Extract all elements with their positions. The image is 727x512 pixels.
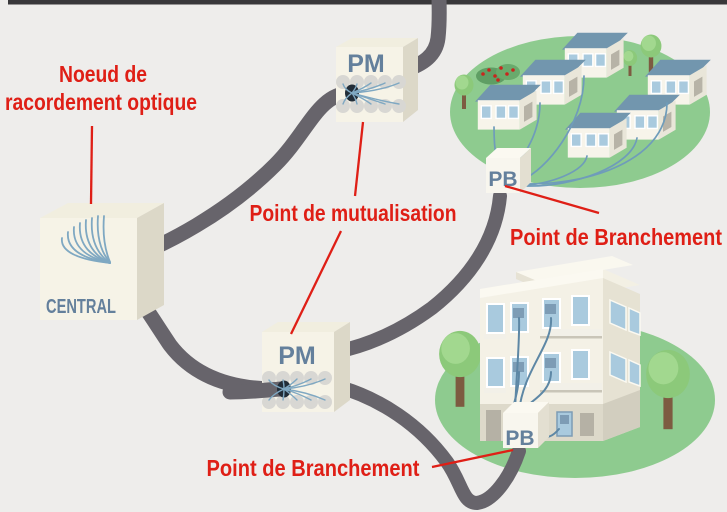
window-fiber-boxes [513,304,556,372]
pb-neighborhood-label: PB [488,168,517,191]
pm-top-node: PM [336,38,418,122]
branchement-bottom-pointer-line [431,448,514,469]
berry-bush [476,64,520,85]
annotation-lines [89,121,600,469]
cable-pm-top-up [395,0,447,79]
ground-floor-openings [486,410,594,441]
apartment-building [480,256,641,441]
nro-pointer-line [89,125,94,205]
house [474,84,542,131]
central-fibers [61,215,111,264]
cable-into-pm-bottom [222,381,289,400]
cable-pm-to-pb-neighborhood [329,189,507,359]
pm-top-ports [336,75,406,113]
pm-bottom-node: PM [222,322,350,412]
annotation-labels: Noeud de racordement optique Point de mu… [5,61,722,481]
pb-neighborhood-node: PB [486,148,531,193]
top-border-line [8,0,727,5]
mutualisation-pointer-line-top [353,121,365,197]
mutualisation-label: Point de mutualisation [250,200,457,226]
branchement-top-label: Point de Branchement [510,224,722,250]
mutualisation-pointer-line-bottom [289,230,343,335]
central-label: CENTRAL [46,296,116,318]
nro-label-line1: Noeud de [59,61,147,87]
cable-pm-to-pb-building [329,379,526,511]
nro-label-line2: racordement optique [5,89,197,115]
pm-bottom-label: PM [278,342,316,370]
pm-bottom-fan-fibers [268,378,326,401]
pm-top-label: PM [347,50,385,78]
balconies [484,329,602,393]
pb-building-label: PB [505,427,534,450]
pb-building-node: PB [503,402,549,450]
building-side-windows [609,298,641,388]
branchement-bottom-label: Point de Branchement [207,455,420,481]
branchement-top-pointer-line [504,184,600,215]
central-node: CENTRAL [40,203,164,320]
pm-top-fan-fibers [342,82,400,105]
